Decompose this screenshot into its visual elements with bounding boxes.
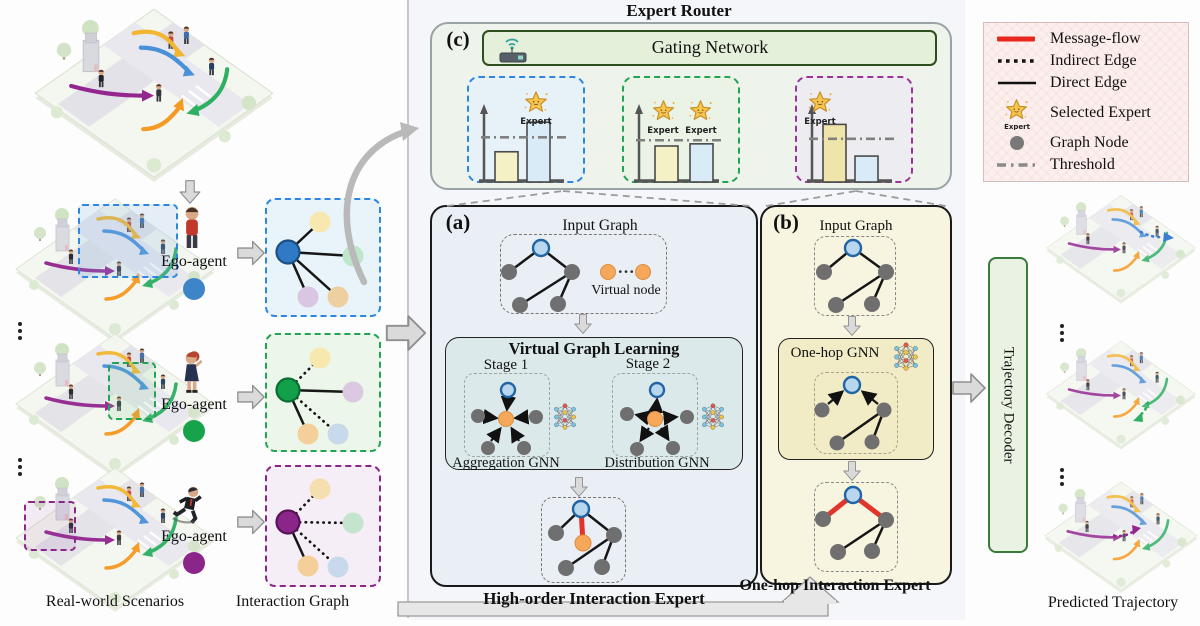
legend: Message-flow Indirect Edge Direct Edge E… — [983, 22, 1189, 182]
scene-overview — [35, 9, 273, 182]
scene-pred-1 — [1047, 195, 1196, 303]
b-output-dashed-box — [814, 482, 898, 572]
legend-label: Direct Edge — [1050, 74, 1127, 91]
vdots-left-1 — [18, 322, 22, 340]
legend-row-graph-node: Graph Node — [994, 134, 1178, 152]
a-input-graph-title: Input Graph — [562, 217, 638, 234]
legend-label: Indirect Edge — [1050, 52, 1137, 69]
ego-agent-label-2: Ego-agent — [161, 396, 227, 413]
threshold-icon — [994, 159, 1040, 171]
legend-label: Selected Expert — [1050, 104, 1151, 121]
interaction-box-purple — [265, 465, 381, 587]
ego-agent-label-3: Ego-agent — [161, 528, 227, 545]
vertical-divider — [407, 0, 409, 618]
stage2-dashed-box — [612, 373, 698, 457]
router-chart-box-purple — [795, 76, 913, 183]
pred-arrow-1 — [1139, 230, 1174, 242]
graph-node-icon — [994, 135, 1040, 151]
vgl-title: Virtual Graph Learning — [508, 339, 680, 358]
panel-a-label: (a) — [445, 210, 471, 234]
a-input-dashed-box — [500, 234, 667, 314]
trajectory-decoder-label: Trajectory Decoder — [988, 257, 1028, 553]
ego-highlight-purple — [24, 501, 76, 551]
arrow-ego1-to-graph — [237, 240, 265, 266]
ego-agent-label-1: Ego-agent — [161, 253, 227, 270]
svg-text:Expert: Expert — [1004, 123, 1031, 130]
predicted-trajectory-label: Predicted Trajectory — [1047, 594, 1179, 611]
scene-pred-2 — [1047, 341, 1196, 449]
ego-agent-figure-3 — [172, 486, 202, 524]
legend-row-indirect-edge: Indirect Edge — [994, 52, 1178, 70]
router-chart-box-blue — [467, 76, 585, 183]
trajectory-decoder-box — [988, 257, 1028, 553]
pred-arrow-2 — [1133, 401, 1150, 422]
virtual-node-ellipsis: … — [617, 258, 635, 277]
legend-row-selected-expert: Expert Selected Expert — [994, 96, 1178, 130]
b-input-dashed-box — [814, 236, 896, 316]
legend-row-direct-edge: Direct Edge — [994, 74, 1178, 92]
ego-agent-figure-2 — [184, 351, 203, 393]
selected-expert-icon: Expert — [994, 96, 1040, 130]
one-hop-inner-dashed-box — [814, 372, 898, 454]
message-flow-icon — [994, 33, 1040, 45]
ego-dot-blue — [183, 278, 205, 300]
scene-pred-3 — [1045, 482, 1198, 593]
vdots-right-2 — [1060, 468, 1064, 486]
legend-label: Message-flow — [1050, 30, 1141, 47]
trajectory-decoder-text: Trajectory Decoder — [1000, 346, 1017, 464]
one-hop-gnn-label: One-hop GNN — [790, 345, 880, 361]
interaction-graph-label: Interaction Graph — [235, 593, 350, 610]
interaction-box-green — [265, 333, 381, 452]
direct-edge-icon — [994, 77, 1040, 89]
pred-arrow-3 — [1112, 525, 1141, 538]
gating-network-box — [482, 30, 937, 66]
arrow-down-overview — [179, 179, 201, 205]
real-world-scenarios-label: Real-world Scenarios — [45, 593, 185, 610]
interaction-box-blue — [265, 198, 381, 317]
one-hop-expert-label: One-hop Interaction Expert — [739, 577, 931, 594]
stage1-label: Stage 1 — [483, 357, 529, 373]
a-output-dashed-box — [541, 497, 626, 583]
indirect-edge-icon — [994, 55, 1040, 67]
legend-row-threshold: Threshold — [994, 156, 1178, 174]
stage1-dashed-box — [464, 373, 550, 457]
virtual-node-label: Virtual node — [591, 283, 661, 298]
ego-agent-figure-1 — [185, 206, 199, 248]
vdots-left-2 — [18, 458, 22, 476]
legend-row-message-flow: Message-flow — [994, 30, 1178, 48]
gating-network-label: Gating Network — [651, 37, 769, 57]
distribution-gnn-label: Distribution GNN — [604, 455, 710, 471]
panel-c-label: (c) — [446, 27, 470, 51]
high-order-expert-label: High-order Interaction Expert — [483, 589, 705, 608]
b-input-graph-title: Input Graph — [819, 218, 893, 234]
ego-dot-green — [183, 420, 205, 442]
aggregation-gnn-label: Aggregation GNN — [452, 455, 560, 471]
vdots-right-1 — [1060, 324, 1064, 342]
expert-router-title: Expert Router — [626, 1, 732, 20]
ego-dot-purple — [183, 552, 205, 574]
legend-label: Threshold — [1050, 156, 1115, 173]
arrow-ego2-to-graph — [237, 384, 265, 410]
legend-label: Graph Node — [1050, 134, 1129, 151]
arrow-ego3-to-graph — [237, 509, 265, 535]
router-chart-box-green — [622, 76, 740, 183]
ego-highlight-green — [108, 362, 156, 420]
stage2-label: Stage 2 — [625, 356, 671, 372]
panel-b-label: (b) — [773, 210, 799, 234]
